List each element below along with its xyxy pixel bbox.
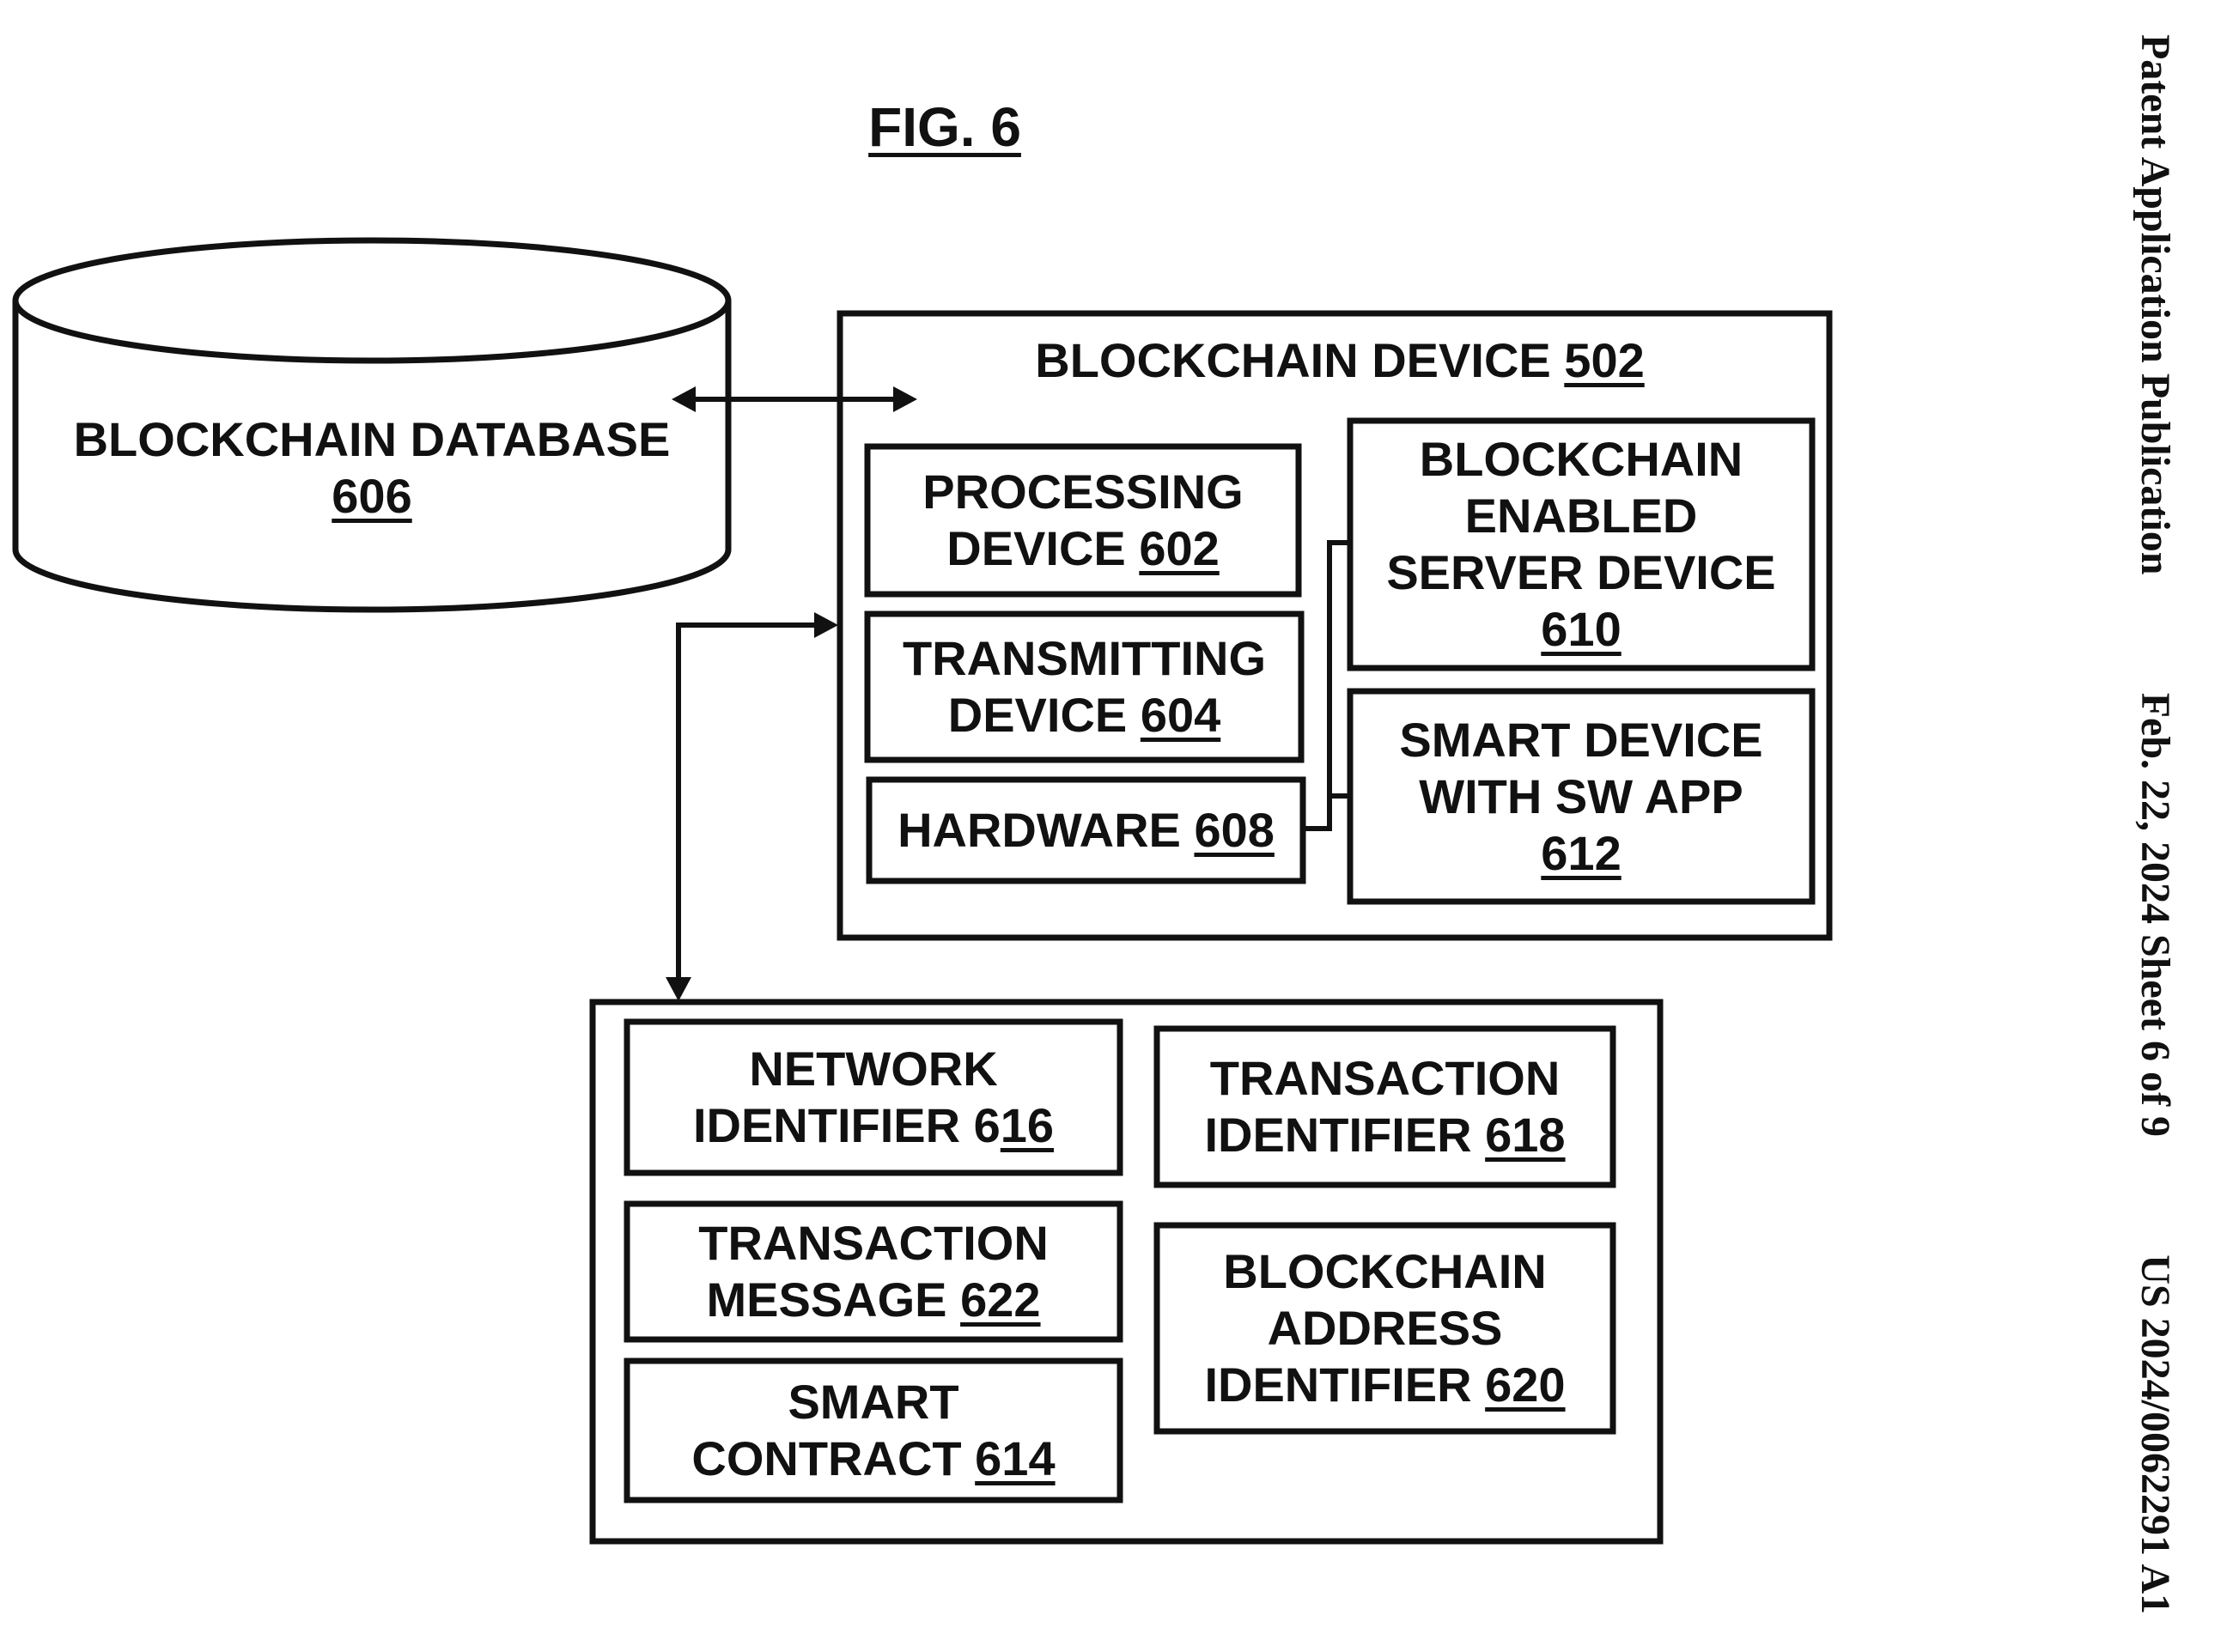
hardware-title: HARDWARE xyxy=(897,803,1181,857)
contract-line1: SMART xyxy=(788,1374,958,1430)
smart-device-line1: SMART DEVICE xyxy=(1399,712,1762,768)
smart-device-line2: WITH SW APP xyxy=(1419,768,1743,825)
hardware-ref: 608 xyxy=(1194,803,1274,857)
smart-contract-label: SMART CONTRACT 614 xyxy=(627,1361,1120,1500)
server-device-label: BLOCKCHAIN ENABLED SERVER DEVICE 610 xyxy=(1350,421,1812,668)
smart-device-label: SMART DEVICE WITH SW APP 612 xyxy=(1350,691,1812,902)
transaction-id-line2: IDENTIFIER xyxy=(1204,1108,1471,1162)
figure-title: FIG. 6 xyxy=(773,93,1116,161)
database-ref: 606 xyxy=(332,468,411,525)
blockchain-address-label: BLOCKCHAIN ADDRESS IDENTIFIER 620 xyxy=(1157,1225,1613,1431)
processing-line1: PROCESSING xyxy=(922,464,1243,520)
contract-line2: CONTRACT xyxy=(691,1431,961,1485)
smart-device-ref: 612 xyxy=(1541,825,1621,882)
blockchain-device-title: BLOCKCHAIN DEVICE xyxy=(1035,332,1550,389)
patent-header: Patent Application Publication Feb. 22, … xyxy=(2130,34,2181,1614)
server-line2: ENABLED xyxy=(1465,488,1698,544)
blockchain-database-label: BLOCKCHAIN DATABASE 606 xyxy=(15,404,728,532)
blockchain-device-ref: 502 xyxy=(1564,332,1644,389)
address-line2: ADDRESS xyxy=(1268,1300,1503,1357)
transmitting-line1: TRANSMITTING xyxy=(903,630,1266,687)
network-line2: IDENTIFIER 6 xyxy=(693,1098,1001,1152)
transmitting-line2: DEVICE xyxy=(948,688,1128,742)
network-identifier-label: NETWORK IDENTIFIER 616 xyxy=(627,1022,1120,1173)
database-title: BLOCKCHAIN DATABASE xyxy=(74,411,671,468)
device-data-arrow xyxy=(666,612,838,1001)
server-ref: 610 xyxy=(1541,601,1621,658)
processing-device-label: PROCESSING DEVICE 602 xyxy=(867,446,1299,594)
blockchain-device-label: BLOCKCHAIN DEVICE 502 xyxy=(945,322,1735,399)
address-line1: BLOCKCHAIN xyxy=(1223,1243,1546,1300)
address-line3: IDENTIFIER xyxy=(1204,1357,1471,1412)
transaction-id-line1: TRANSACTION xyxy=(1210,1050,1561,1107)
transaction-msg-ref: 622 xyxy=(960,1272,1040,1327)
transmitting-ref: 604 xyxy=(1141,688,1220,742)
contract-ref: 614 xyxy=(975,1431,1055,1485)
hardware-label: HARDWARE 608 xyxy=(869,780,1303,881)
transaction-message-label: TRANSACTION MESSAGE 622 xyxy=(627,1204,1120,1339)
publication-number: US 2024/0062291 A1 xyxy=(2133,1254,2180,1614)
transaction-id-ref: 618 xyxy=(1485,1108,1565,1162)
processing-ref: 602 xyxy=(1139,521,1219,575)
network-line1: NETWORK xyxy=(749,1041,997,1097)
processing-line2: DEVICE xyxy=(946,521,1126,575)
transaction-identifier-label: TRANSACTION IDENTIFIER 618 xyxy=(1157,1029,1613,1185)
transmitting-device-label: TRANSMITTING DEVICE 604 xyxy=(867,614,1301,760)
date-sheet-label: Feb. 22, 2024 Sheet 6 of 9 xyxy=(2133,693,2180,1137)
server-line3: SERVER DEVICE xyxy=(1386,544,1775,601)
transaction-msg-line2: MESSAGE xyxy=(706,1272,946,1327)
network-ref: 16 xyxy=(1001,1098,1054,1152)
server-line1: BLOCKCHAIN xyxy=(1420,431,1743,488)
address-ref: 620 xyxy=(1485,1357,1565,1412)
publication-label: Patent Application Publication xyxy=(2133,34,2180,574)
transaction-msg-line1: TRANSACTION xyxy=(698,1215,1049,1272)
